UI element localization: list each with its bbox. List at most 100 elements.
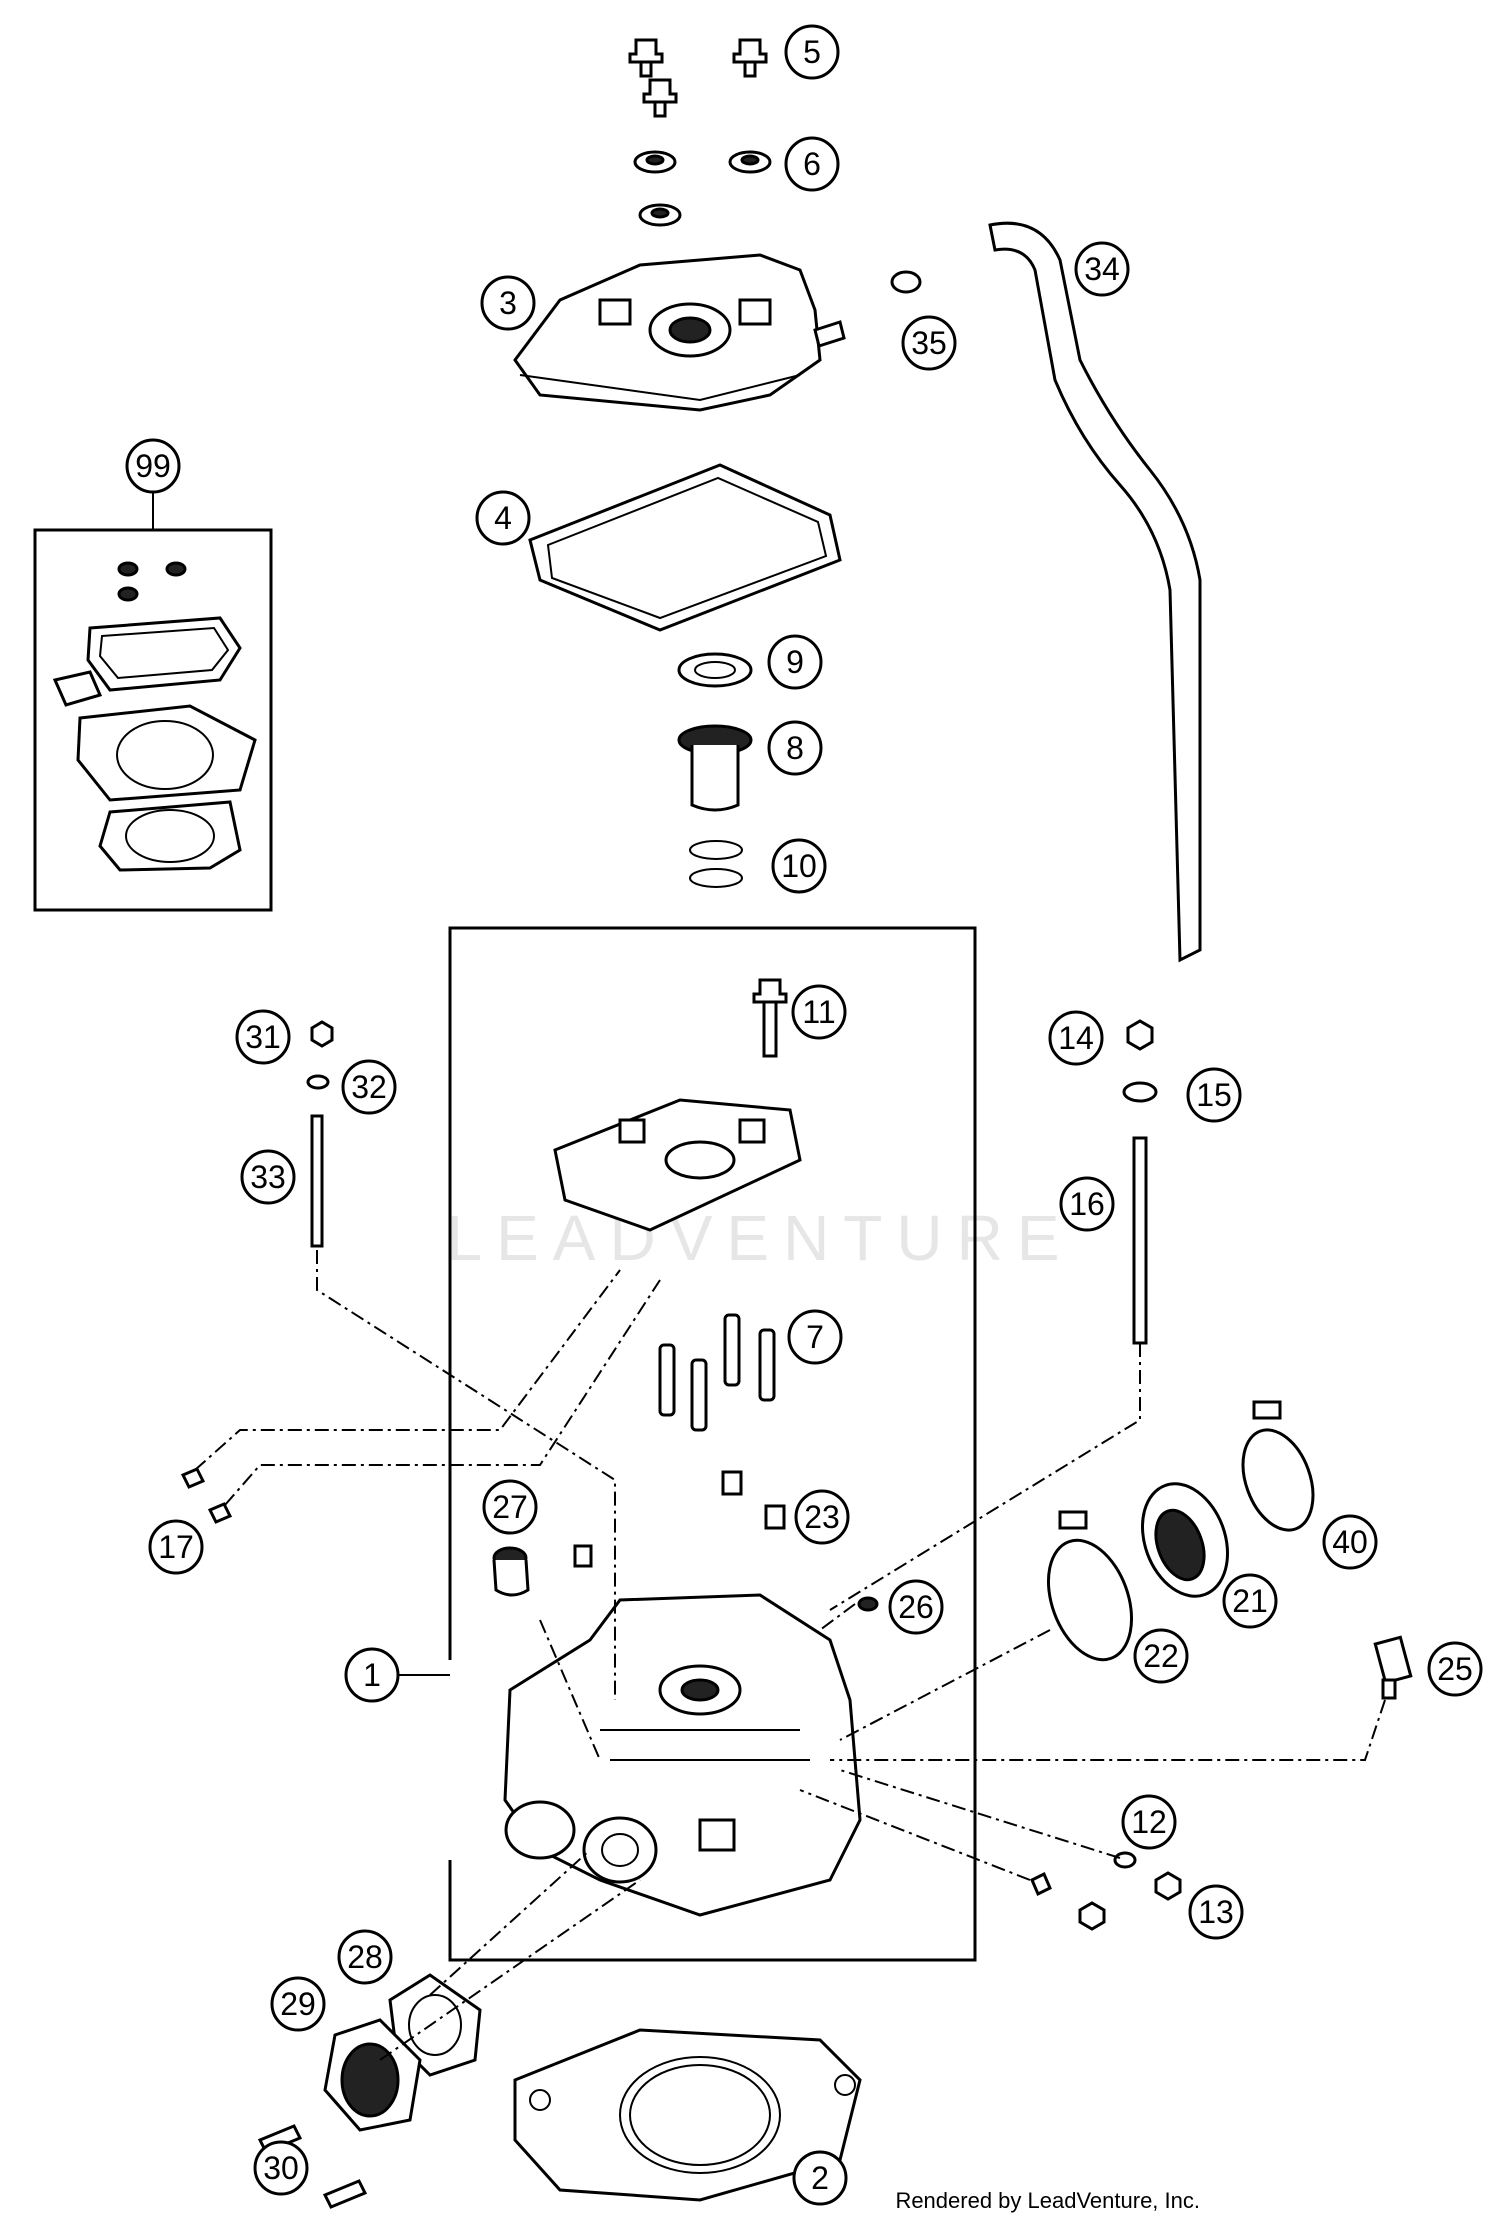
- callout-99: 99: [125, 438, 181, 494]
- callout-7: 7: [787, 1309, 843, 1365]
- callout-26: 26: [888, 1579, 944, 1635]
- screw-13: [1154, 1871, 1182, 1901]
- screw-13b: [1078, 1901, 1106, 1931]
- callout-27: 27: [482, 1479, 538, 1535]
- svg-text:40: 40: [1332, 1524, 1368, 1560]
- valve-cover-gasket: [528, 463, 842, 632]
- flange-screw-b: [322, 2179, 368, 2209]
- svg-text:5: 5: [803, 34, 821, 70]
- screw-17b: [207, 1502, 233, 1524]
- stud-left: [310, 1114, 324, 1248]
- svg-text:16: 16: [1069, 1186, 1105, 1222]
- callout-1: 1: [344, 1647, 400, 1703]
- callout-5: 5: [784, 24, 840, 80]
- svg-text:28: 28: [347, 1939, 383, 1975]
- callout-3: 3: [480, 275, 536, 331]
- cylinder-head: [503, 1593, 862, 1917]
- washer-12: [1113, 1851, 1137, 1869]
- svg-text:32: 32: [351, 1069, 387, 1105]
- svg-text:15: 15: [1196, 1077, 1232, 1113]
- callout-30: 30: [253, 2140, 309, 2196]
- exhaust-flange: [323, 2018, 422, 2132]
- valve-guides: [658, 1313, 776, 1432]
- o-rings: [689, 840, 743, 888]
- intake-clamp-outer: [1241, 1400, 1315, 1532]
- intake-clamp: [1046, 1510, 1134, 1662]
- camshaft-bearing-bridge: [553, 1098, 802, 1232]
- washer-left: [306, 1074, 330, 1090]
- svg-text:11: 11: [802, 994, 835, 1030]
- callout-10: 10: [771, 838, 827, 894]
- svg-text:26: 26: [898, 1589, 934, 1625]
- svg-text:14: 14: [1058, 1020, 1094, 1056]
- camshaft-bridge-bolt: [752, 978, 788, 1058]
- callout-35: 35: [901, 315, 957, 371]
- dowel-b: [764, 1504, 786, 1530]
- svg-text:9: 9: [786, 644, 804, 680]
- svg-text:8: 8: [786, 730, 804, 766]
- svg-text:6: 6: [803, 146, 821, 182]
- cylinder-head-assembly-frame: [448, 926, 977, 1962]
- callout-31: 31: [235, 1009, 291, 1065]
- callout-23: 23: [794, 1489, 850, 1545]
- hose-clamp-small: [890, 270, 922, 294]
- callout-2: 2: [792, 2150, 848, 2206]
- leader-lines: [194, 1250, 1386, 2061]
- svg-text:23: 23: [804, 1499, 840, 1535]
- callout-13: 13: [1188, 1884, 1244, 1940]
- temperature-sensor: [1373, 1635, 1413, 1700]
- svg-text:2: 2: [811, 2160, 829, 2196]
- watermark-text: LEADVENTURE: [447, 1202, 1074, 1274]
- screw-17a: [180, 1467, 206, 1489]
- svg-text:30: 30: [263, 2150, 299, 2186]
- plug-26: [857, 1596, 879, 1612]
- svg-text:1: 1: [363, 1657, 381, 1693]
- valve-cover: [513, 253, 846, 412]
- callout-9: 9: [767, 634, 823, 690]
- svg-text:27: 27: [492, 1489, 528, 1525]
- svg-text:17: 17: [158, 1529, 194, 1565]
- callout-14: 14: [1048, 1010, 1104, 1066]
- callout-32: 32: [341, 1059, 397, 1115]
- callout-15: 15: [1186, 1067, 1242, 1123]
- svg-text:25: 25: [1437, 1651, 1473, 1687]
- callout-34: 34: [1074, 241, 1130, 297]
- intake-flange: [1140, 1482, 1230, 1598]
- svg-text:7: 7: [806, 1319, 824, 1355]
- svg-text:21: 21: [1232, 1583, 1268, 1619]
- svg-text:12: 12: [1131, 1804, 1167, 1840]
- gasket-kit-parts: [52, 561, 257, 872]
- plug-27: [492, 1546, 530, 1597]
- callout-16: 16: [1059, 1176, 1115, 1232]
- cover-grommets: [633, 150, 772, 227]
- callout-8: 8: [767, 720, 823, 776]
- dowel-a: [721, 1470, 743, 1496]
- callout-22: 22: [1133, 1628, 1189, 1684]
- callout-28: 28: [337, 1929, 393, 1985]
- callout-12: 12: [1121, 1794, 1177, 1850]
- callout-33: 33: [240, 1149, 296, 1205]
- svg-text:34: 34: [1084, 251, 1120, 287]
- svg-text:29: 29: [280, 1986, 316, 2022]
- washer-right: [1122, 1081, 1158, 1103]
- callout-11: 11: [791, 984, 847, 1040]
- callout-40: 40: [1322, 1514, 1378, 1570]
- nut-left: [310, 1020, 334, 1048]
- nut-right: [1126, 1019, 1154, 1051]
- cover-bolts: [628, 38, 768, 118]
- callout-17: 17: [148, 1519, 204, 1575]
- svg-text:13: 13: [1198, 1894, 1234, 1930]
- callout-21: 21: [1222, 1573, 1278, 1629]
- svg-text:35: 35: [911, 325, 947, 361]
- svg-text:99: 99: [135, 448, 171, 484]
- callout-25: 25: [1427, 1641, 1483, 1697]
- callout-4: 4: [475, 490, 531, 546]
- callout-6: 6: [784, 136, 840, 192]
- svg-text:33: 33: [250, 1159, 286, 1195]
- stud-right: [1132, 1136, 1148, 1345]
- svg-text:3: 3: [499, 285, 517, 321]
- callout-29: 29: [270, 1976, 326, 2032]
- footer-credit: Rendered by LeadVenture, Inc.: [895, 2188, 1200, 2213]
- dowel-c: [573, 1544, 593, 1568]
